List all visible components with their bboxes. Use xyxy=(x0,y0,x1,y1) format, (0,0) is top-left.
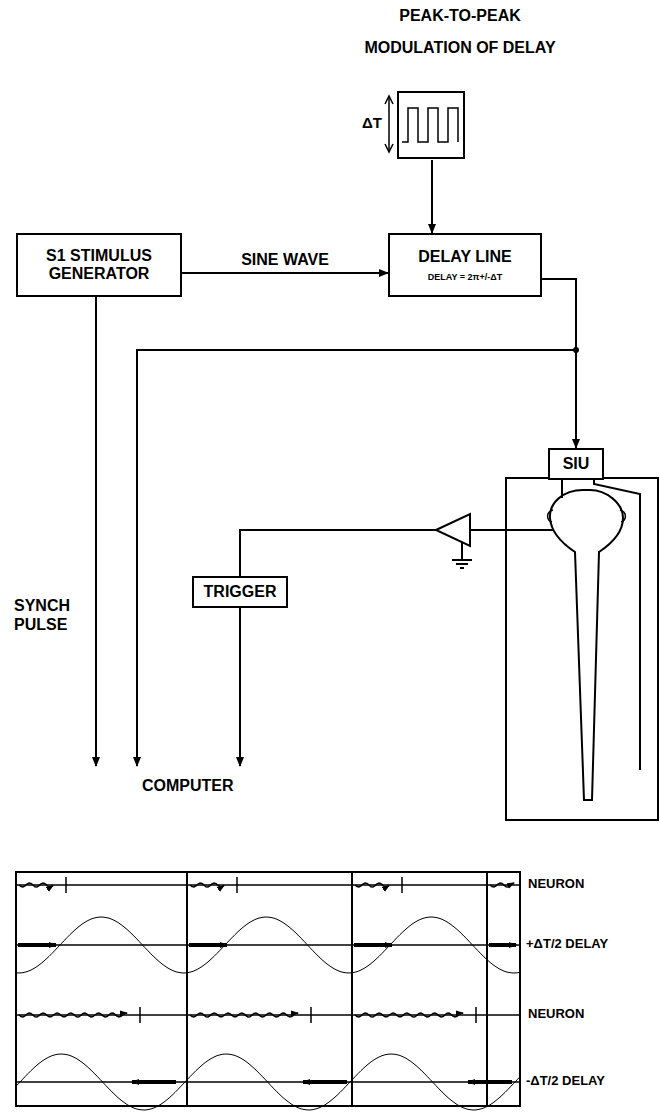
box-label: TRIGGER xyxy=(204,583,277,601)
trace-label: NEURON xyxy=(528,876,584,892)
text-label: COMPUTER xyxy=(142,776,234,795)
delay-arrow xyxy=(132,1080,176,1084)
text-label: PEAK-TO-PEAK xyxy=(399,6,521,25)
sine-wave xyxy=(16,917,520,973)
text-label: SYNCH PULSE xyxy=(14,596,90,634)
spike-tick xyxy=(401,877,403,893)
spike-tick xyxy=(475,1007,477,1023)
ground-symbol xyxy=(452,542,472,568)
text-label: MODULATION OF DELAY xyxy=(364,38,555,57)
spike-conduction xyxy=(355,883,389,887)
box-label: DELAY LINE xyxy=(418,248,511,266)
amplitude-arrow xyxy=(388,98,390,150)
delay-arrow xyxy=(468,1080,512,1084)
delay-arrow xyxy=(354,943,392,947)
delay-arrow xyxy=(303,1080,347,1084)
signal-connector xyxy=(542,279,576,448)
tank xyxy=(506,478,658,820)
spike-conduction xyxy=(19,883,53,887)
spike-conduction xyxy=(490,883,514,887)
process-box: SIU xyxy=(548,448,604,480)
fish-outline xyxy=(550,490,623,800)
square-wave xyxy=(402,108,458,142)
trigger-wire xyxy=(239,607,241,766)
sine-wave xyxy=(16,1054,520,1110)
spike-conduction xyxy=(355,1013,463,1017)
process-box: TRIGGER xyxy=(192,576,288,608)
box-label: ΔT xyxy=(362,114,382,131)
spike-conduction xyxy=(19,1013,127,1017)
synch-wire xyxy=(95,297,97,766)
spike-tick xyxy=(310,1007,312,1023)
amplifier-symbol xyxy=(436,514,470,546)
spike-tick xyxy=(139,1007,141,1023)
electrode xyxy=(470,529,560,531)
box-label: SIU xyxy=(563,455,590,473)
period-divider xyxy=(351,872,353,1106)
signal-connector xyxy=(182,272,388,274)
amp-wire xyxy=(240,530,436,576)
trace-label: -ΔT/2 DELAY xyxy=(526,1073,605,1089)
axis xyxy=(16,884,520,886)
box-label: S1 STIMULUS GENERATOR xyxy=(18,247,180,284)
spike-conduction xyxy=(190,883,224,887)
process-box: S1 STIMULUS GENERATOR xyxy=(16,233,182,297)
trace-label: NEURON xyxy=(528,1006,584,1022)
delay-arrow xyxy=(189,943,227,947)
edge-label: SINE WAVE xyxy=(241,250,329,269)
period-divider xyxy=(186,872,188,1106)
axis xyxy=(16,944,520,946)
delay-arrow xyxy=(18,943,56,947)
period-divider xyxy=(486,872,488,1106)
spike-tick xyxy=(65,877,67,893)
spike-tick xyxy=(236,877,238,893)
modulation-box: ΔT xyxy=(362,90,466,160)
spike-conduction xyxy=(190,1013,298,1017)
formula-label: DELAY = 2π+/-ΔT xyxy=(428,272,502,282)
delay-arrow xyxy=(489,943,516,947)
signal-connector xyxy=(431,160,433,233)
branch-wire xyxy=(137,350,576,766)
siu-wire xyxy=(594,476,640,770)
process-box: DELAY LINE DELAY = 2π+/-ΔT xyxy=(388,233,542,297)
trace-label: +ΔT/2 DELAY xyxy=(526,936,608,952)
waveform-frame xyxy=(398,92,464,158)
fish-detail xyxy=(548,510,626,522)
amplitude-arrowhead xyxy=(385,96,393,152)
